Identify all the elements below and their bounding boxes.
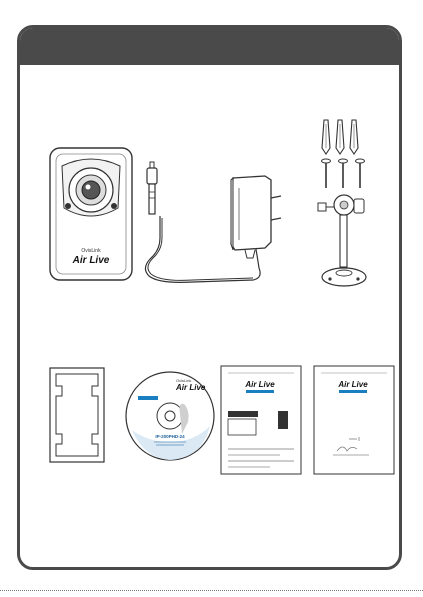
page-divider <box>0 590 423 591</box>
quick-installation-guide-illustration: Air Live <box>220 365 302 475</box>
wall-anchors-illustration <box>318 118 368 156</box>
software-cd-illustration: OvisLink Air Live IP-200PHD-24 <box>124 370 216 462</box>
warranty-leaflet-illustration: Air Live <box>313 365 395 475</box>
camera-brand-name: Air Live <box>72 255 110 266</box>
mounting-template-illustration <box>48 366 106 464</box>
camera-brand-small: OvisLink <box>81 248 101 254</box>
card-header <box>20 28 399 65</box>
cd-product-label: IP-200PHD-24 <box>155 434 185 439</box>
guide-brand-name: Air Live <box>244 380 275 389</box>
leaflet-brand-name: Air Live <box>337 380 368 389</box>
ip-camera-illustration: OvisLink Air Live <box>48 146 134 282</box>
screws-illustration <box>318 158 370 190</box>
power-adapter-illustration <box>135 158 290 288</box>
camera-stand-illustration <box>310 193 380 293</box>
package-contents-card: OvisLink Air Live <box>17 25 402 570</box>
cd-brand-name: Air Live <box>175 383 206 392</box>
